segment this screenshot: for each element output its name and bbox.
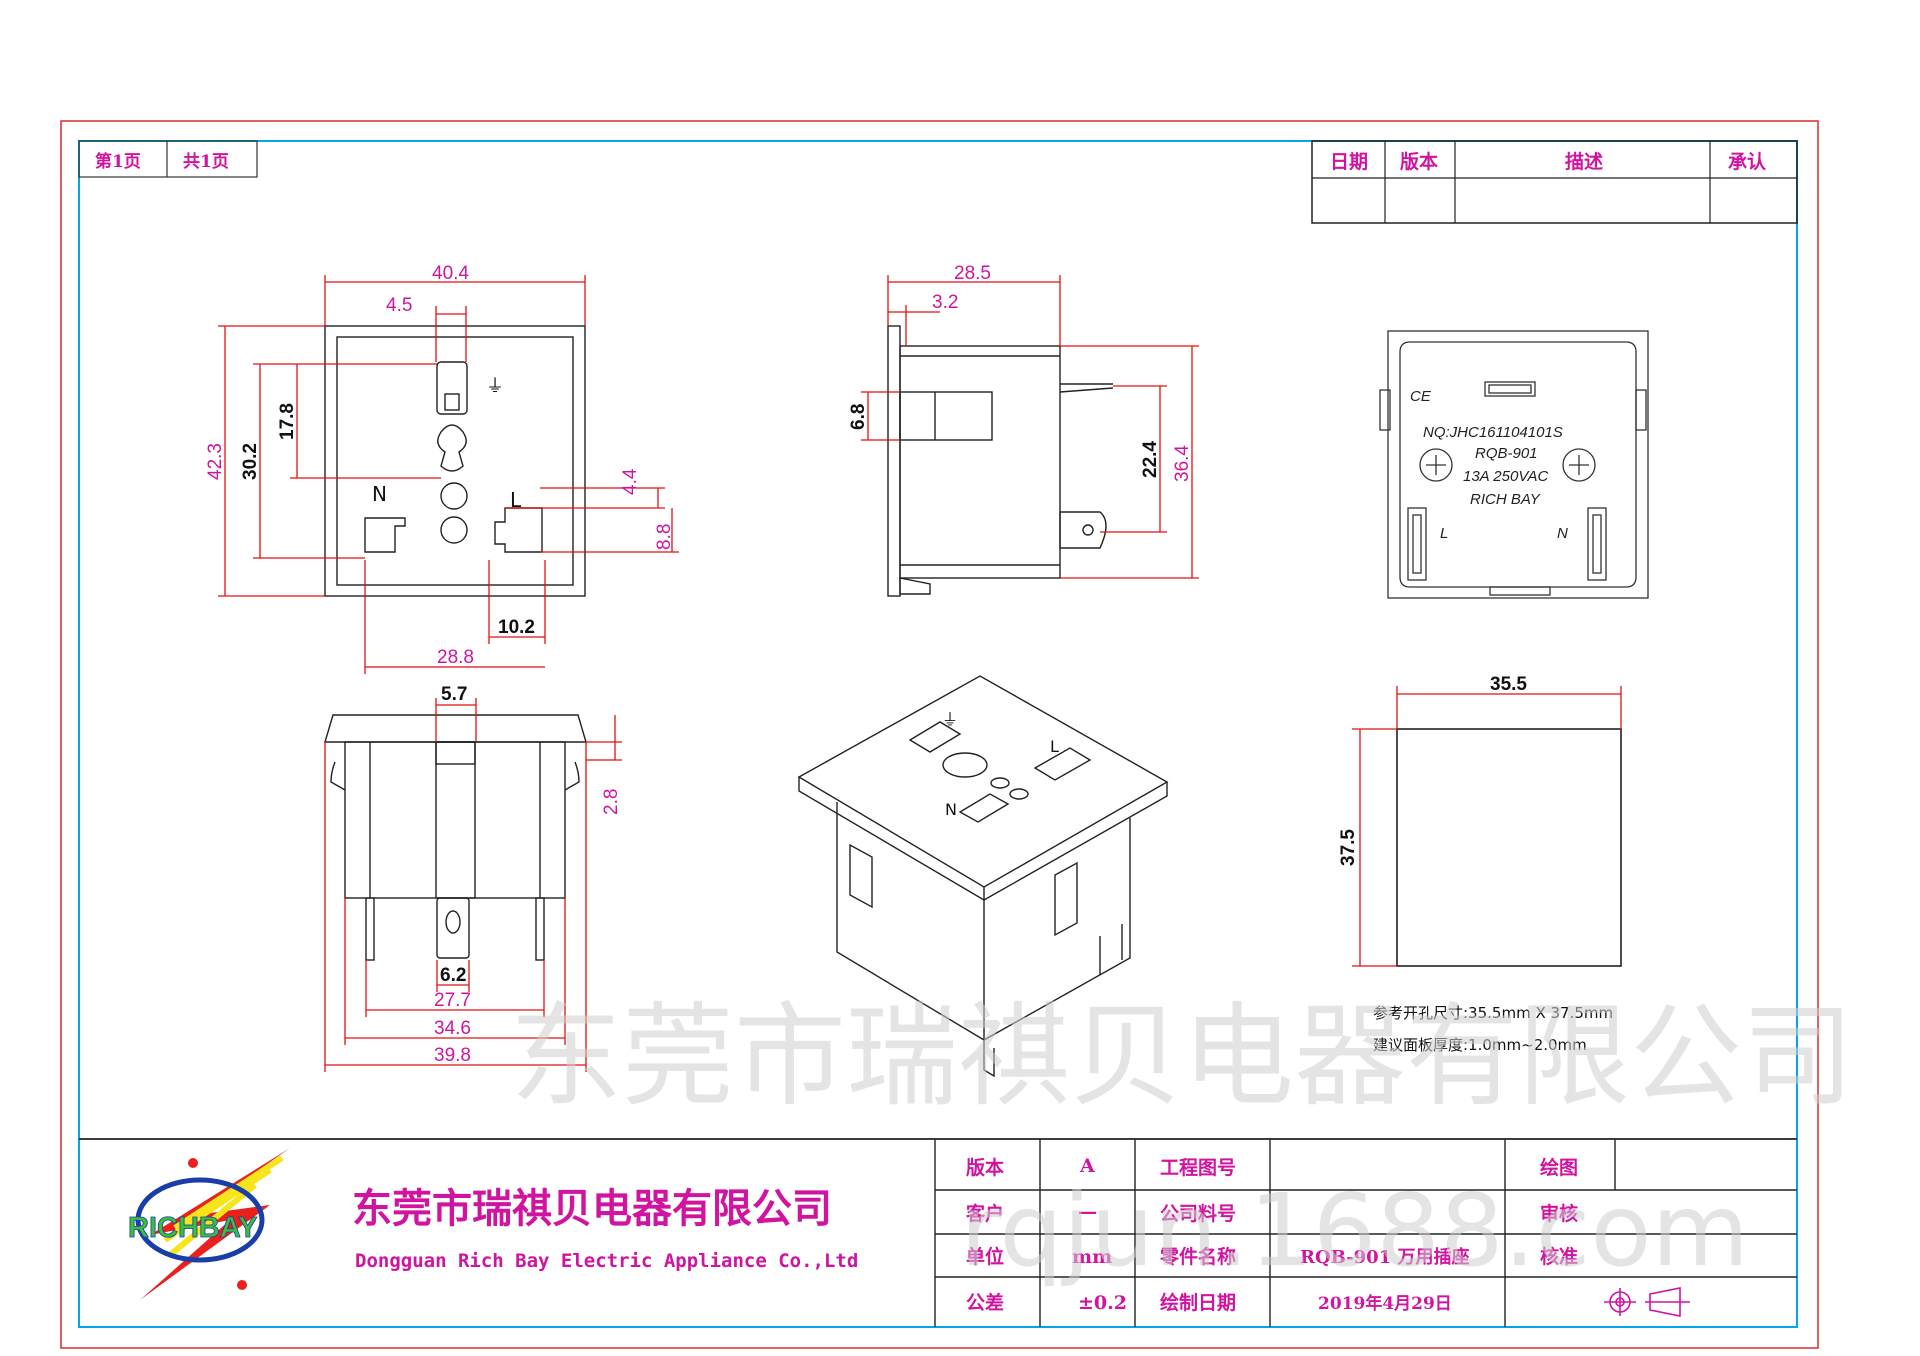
front-live-label: L [510, 488, 522, 512]
tb-label-review: 审核 [1540, 1202, 1578, 1225]
back-neutral-label: N [1557, 525, 1568, 542]
tb-label-customer: 客户 [966, 1202, 1004, 1225]
dim-cutout-width: 35.5 [1490, 674, 1527, 695]
total-pages-label: 共1页 [183, 152, 229, 172]
back-live-label: L [1440, 525, 1448, 542]
dim-bottom-body-width: 34.6 [434, 1018, 471, 1039]
back-rating: 13A 250VAC [1463, 468, 1549, 485]
rev-header-version: 版本 [1400, 150, 1438, 173]
tb-label-part-code: 公司料号 [1160, 1202, 1236, 1225]
dim-side-depth: 28.5 [954, 263, 991, 284]
dim-front-height: 42.3 [205, 443, 226, 480]
back-serial: NQ:JHC161104101S [1423, 424, 1563, 441]
outer-frame [60, 120, 1819, 1349]
dim-cutout-height: 37.5 [1338, 829, 1359, 866]
cutout-rect [1396, 728, 1622, 967]
dim-front-pin-offset: 4.5 [386, 295, 412, 316]
dim-front-earth-pin: 17.8 [277, 403, 298, 440]
dim-front-slot-gap: 8.8 [654, 524, 675, 550]
back-model: RQB-901 [1475, 445, 1538, 462]
cutout-view: 35.5 37.5 参考开孔尺寸:35.5mm X 37.5mm 建议面板厚度:… [1338, 674, 1622, 1054]
iso-view [797, 675, 1169, 1078]
revision-table: 日期 版本 描述 承认 [1311, 140, 1798, 224]
back-ce-mark: CE [1410, 388, 1432, 405]
tb-label-tolerance: 公差 [966, 1291, 1004, 1314]
rev-header-approve: 承认 [1728, 150, 1766, 173]
richbay-logo: RICHBAY [128, 1148, 290, 1300]
back-view [1379, 330, 1649, 599]
dim-front-slot-height: 4.4 [620, 468, 641, 495]
tb-value-customer: — [1078, 1201, 1097, 1223]
projection-symbol-icon [1604, 1287, 1690, 1317]
tb-label-unit: 单位 [966, 1245, 1004, 1268]
tb-value-version: A [1079, 1155, 1095, 1177]
tb-value-part-name: RQB-901 万用插座 [1300, 1246, 1470, 1268]
rev-header-date: 日期 [1330, 151, 1368, 173]
company-name-cn: 东莞市瑞祺贝电器有限公司 [352, 1185, 832, 1232]
tb-label-approve: 核准 [1540, 1245, 1578, 1268]
tb-label-drawn: 绘图 [1540, 1156, 1578, 1179]
front-neutral-label: N [372, 482, 387, 506]
tb-label-draw-date: 绘制日期 [1160, 1291, 1236, 1314]
back-markings: CE NQ:JHC161104101S RQB-901 13A 250VAC R… [1410, 388, 1568, 542]
tb-value-tolerance: ±0.2 [1078, 1292, 1127, 1314]
page-label: 第1页 [95, 151, 141, 172]
dim-bottom-pin-span: 27.7 [434, 990, 471, 1011]
rev-header-desc: 描述 [1565, 150, 1603, 173]
watermark-company: 东莞市瑞祺贝电器有限公司 [510, 992, 1854, 1122]
page-indicator: 第1页 共1页 [78, 140, 258, 178]
dim-bottom-latch: 5.7 [441, 684, 467, 705]
bottom-view [324, 714, 587, 961]
dim-bottom-pin-width: 6.2 [440, 965, 466, 986]
dim-front-inner-height: 30.2 [240, 443, 261, 480]
tb-label-part-name: 零件名称 [1159, 1245, 1236, 1268]
watermark-site: rqjun.1688.com [960, 1172, 1749, 1289]
iso-neutral-label: N [945, 800, 957, 819]
iso-live-label: L [1050, 737, 1059, 756]
tb-label-drawing-no: 工程图号 [1160, 1157, 1236, 1179]
cutout-note-size: 参考开孔尺寸:35.5mm X 37.5mm [1373, 1004, 1613, 1022]
front-view: ⏚ N L [324, 325, 586, 597]
dim-front-slot-span: 10.2 [498, 617, 535, 638]
logo-text: RICHBAY [128, 1212, 257, 1244]
company-name-en: Dongguan Rich Bay Electric Appliance Co.… [355, 1250, 858, 1272]
side-view [887, 325, 1114, 597]
front-dimensions [218, 275, 679, 674]
dim-side-clip: 6.8 [848, 404, 869, 430]
dim-front-slot-width: 28.8 [437, 647, 474, 668]
front-earth-symbol: ⏚ [486, 376, 504, 397]
tb-value-unit: mm [1072, 1246, 1112, 1268]
dim-bottom-flange-height: 2.8 [601, 789, 622, 815]
back-brand: RICH BAY [1470, 491, 1541, 508]
title-block: RICHBAY 东莞市瑞祺贝电器有限公司 Dongguan Rich Bay E… [79, 1138, 1797, 1327]
dim-side-pin-span: 22.4 [1140, 441, 1161, 478]
inner-frame [78, 140, 1798, 1328]
dim-side-flange: 3.2 [932, 292, 958, 313]
cutout-note-thickness: 建议面板厚度:1.0mm~2.0mm [1373, 1036, 1587, 1054]
tb-value-draw-date: 2019年4月29日 [1318, 1293, 1452, 1314]
tb-label-version: 版本 [966, 1156, 1004, 1179]
dim-front-width: 40.4 [432, 263, 469, 284]
dim-bottom-flange-width: 39.8 [434, 1045, 471, 1066]
iso-earth-symbol: ⏚ [942, 710, 958, 729]
bottom-dimensions [324, 698, 622, 1072]
dim-side-total-height: 36.4 [1172, 445, 1193, 482]
side-dimensions [861, 275, 1199, 579]
